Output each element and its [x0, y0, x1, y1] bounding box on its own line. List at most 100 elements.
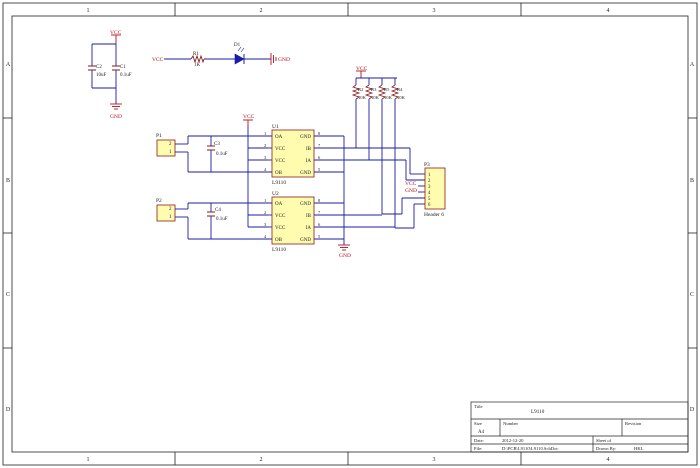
vcc-port-label: VCC [405, 181, 417, 187]
title-block: Title L9110 Size A4 Number Revision Date… [470, 401, 689, 453]
c2-ref: C2 [96, 65, 102, 70]
ic-u2: U2 L9110 OA VCC VCC OB GND IB IA GND 1 2… [252, 191, 395, 253]
u2-pin-name: VCC [275, 214, 286, 219]
u1-pin-num: 5 [318, 167, 321, 172]
ground-symbol [338, 244, 350, 251]
u1-part: L9110 [272, 180, 286, 186]
r1-value: 1K [194, 63, 201, 68]
resistor-r5-symbol [377, 84, 387, 100]
drawn-by-label: Drawn By: [596, 446, 616, 451]
ic-ground-bus: GND [338, 136, 351, 259]
c4-value: 0.1uF [216, 217, 228, 222]
p2-pin: 2 [169, 207, 172, 212]
ground-symbol [270, 53, 277, 65]
c1-ref: C1 [120, 65, 126, 70]
p3-name: Header 6 [424, 212, 444, 218]
ic-vcc-rail: VCC [243, 114, 268, 228]
drawn-by-value: HKL [634, 446, 644, 451]
vcc-port-label: VCC [152, 57, 164, 63]
col-label: 1 [87, 457, 90, 463]
row-label: C [6, 292, 10, 298]
size-label: Size [474, 421, 482, 426]
u1-pin-name: GND [300, 171, 311, 176]
header-p3-body [424, 167, 446, 210]
number-label: Number [503, 421, 519, 426]
u2-pin-num: 3 [264, 222, 267, 227]
r4-value: 10K [397, 95, 406, 100]
u2-pin-num: 2 [264, 210, 266, 215]
c2-value: 10uF [96, 73, 107, 78]
p3-pin: 1 [428, 173, 431, 178]
u1-body [271, 129, 315, 178]
led-indicator-group: VCC R1 1K D1 GND [152, 43, 290, 68]
col-label: 3 [433, 457, 436, 463]
col-label: 4 [607, 8, 610, 14]
u1-pin-name: GND [300, 135, 311, 140]
u2-pin-num: 1 [264, 198, 266, 203]
file-value: D:\PCB\L9110\L9110.SchDoc [502, 446, 558, 451]
u2-part: L9110 [272, 247, 286, 253]
u1-pin-name: VCC [275, 147, 286, 152]
p1-pin: 1 [169, 150, 172, 155]
motor-b-group: P2 2 1 C4 0.1uF [156, 198, 252, 240]
u2-pin-num: 6 [318, 222, 321, 227]
led-d1-symbol [234, 46, 245, 65]
r3-ref: R3 [371, 87, 377, 92]
resistor-r3-symbol [364, 84, 374, 100]
u2-pin-name: IA [306, 226, 312, 231]
c4-ref: C4 [215, 208, 221, 213]
p3-pin: 2 [428, 179, 431, 184]
u1-pin-num: 1 [264, 131, 266, 136]
p1-pin: 2 [169, 142, 172, 147]
u1-pin-name: IA [306, 159, 312, 164]
p2-pin: 1 [169, 215, 172, 220]
u1-pin-num: 2 [264, 143, 266, 148]
connector-p1-body [156, 139, 176, 157]
u1-pin-num: 7 [318, 143, 321, 148]
ic-u1: U1 L9110 OA VCC VCC OB GND IB IA GND 1 2… [252, 124, 369, 186]
u2-pin-num: 5 [318, 234, 321, 239]
capacitor-c3-symbol [207, 145, 215, 151]
c3-value: 0.1uF [216, 152, 228, 157]
title-value: L9110 [531, 409, 545, 415]
vcc-port-label: VCC [243, 114, 255, 120]
frame-labels: 1 2 3 4 1 2 3 4 A B C D A B C D [6, 8, 695, 463]
u1-pin-num: 8 [318, 131, 321, 136]
row-label: B [690, 178, 694, 184]
u2-body [271, 196, 315, 245]
ground-symbol [110, 103, 122, 110]
file-label: File: [474, 446, 482, 451]
size-value: A4 [478, 430, 485, 435]
gnd-port-label: GND [110, 114, 122, 120]
col-label: 2 [260, 457, 263, 463]
gnd-port-label: GND [405, 188, 417, 194]
u1-ref: U1 [272, 124, 279, 130]
header-p3-group: P3 Header 6 1 2 3 4 5 6 VCC GND [356, 147, 446, 229]
r5-ref: R5 [384, 87, 390, 92]
sheet-label: Sheet of [596, 438, 612, 443]
row-label: A [690, 62, 695, 68]
r4-ref: R4 [397, 87, 403, 92]
motor-a-group: P1 2 1 C3 0.1uF [156, 133, 252, 173]
row-label: D [690, 407, 695, 413]
gnd-port-label: GND [278, 57, 290, 63]
p1-ref: P1 [156, 133, 162, 139]
row-label: D [6, 407, 11, 413]
u2-pin-name: IB [306, 214, 312, 219]
p3-pin: 5 [428, 197, 431, 202]
vcc-port-label: VCC [356, 66, 368, 72]
u1-pin-name: OA [275, 135, 283, 140]
title-label: Title [474, 404, 483, 409]
p3-ref: P3 [424, 162, 430, 168]
p3-pin: 6 [428, 203, 431, 208]
r5-value: 10K [384, 95, 393, 100]
u1-pin-num: 3 [264, 155, 267, 160]
col-label: 4 [607, 457, 610, 463]
decoupling-cap-group: VCC C2 10uF C1 0.1uF GND [88, 30, 132, 120]
resistor-r2-symbol [351, 84, 361, 100]
r3-value: 10K [371, 95, 380, 100]
u2-pin-name: VCC [275, 226, 286, 231]
